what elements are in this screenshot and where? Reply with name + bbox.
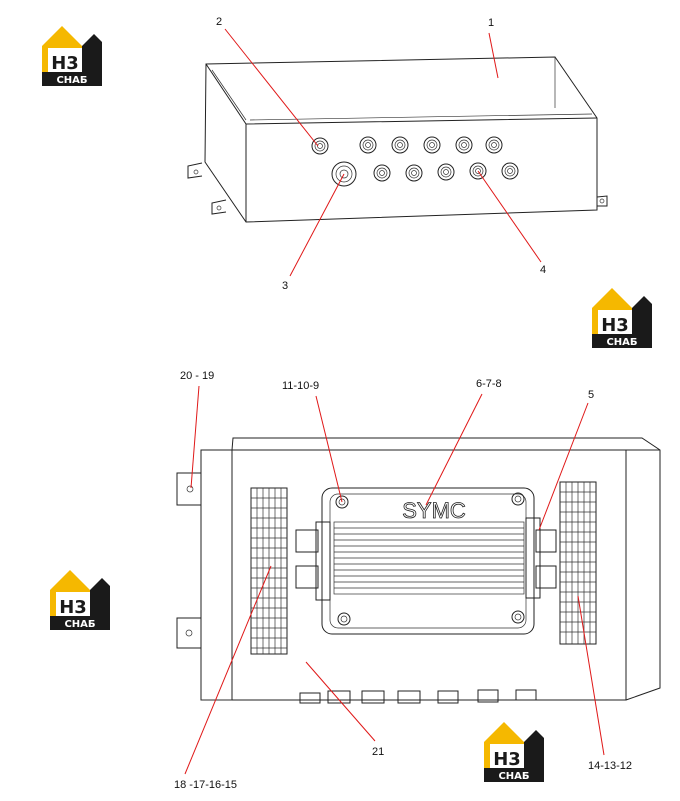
logo-letters: H3 (59, 597, 87, 618)
callout-14-13-12: 14-13-12 (588, 760, 632, 772)
callout-6-7-8: 6-7-8 (476, 378, 502, 390)
callout-1: 1 (488, 17, 494, 29)
brand-logo-4: H3 СНАБ (484, 722, 544, 782)
logo-caption: СНАБ (64, 619, 95, 630)
box-isometric-view (187, 56, 608, 223)
logo-letters: H3 (601, 315, 629, 336)
logo-caption: СНАБ (56, 75, 87, 86)
callout-18-17-16-15: 18 -17-16-15 (174, 779, 237, 791)
callout-20-19: 20 - 19 (180, 370, 214, 382)
terminal-strip-left (250, 487, 288, 655)
callout-3: 3 (282, 280, 288, 292)
callout-11-10-9: 11-10-9 (282, 380, 319, 392)
leader-lines (184, 28, 605, 775)
brand-logo-3: H3 СНАБ (50, 570, 110, 630)
logo-letters: H3 (493, 749, 521, 770)
control-module: SYMC (315, 487, 541, 635)
logo-letters: H3 (51, 53, 79, 74)
module-label: SYMC (402, 498, 466, 523)
logo-caption: СНАБ (606, 337, 637, 348)
callout-21: 21 (372, 746, 384, 758)
logo-caption: СНАБ (498, 771, 529, 782)
terminal-strip-right (559, 481, 597, 645)
cable-glands (299, 689, 537, 704)
callout-labels: 1 2 3 4 20 - 19 11-10-9 6-7-8 5 21 14-13… (174, 16, 632, 791)
callout-2: 2 (216, 16, 222, 28)
callout-5: 5 (588, 389, 594, 401)
brand-logo-1: H3 СНАБ (42, 26, 102, 86)
box-front-view: SYMC (176, 437, 661, 704)
brand-logo-2: H3 СНАБ (592, 288, 652, 348)
callout-4: 4 (540, 264, 546, 276)
